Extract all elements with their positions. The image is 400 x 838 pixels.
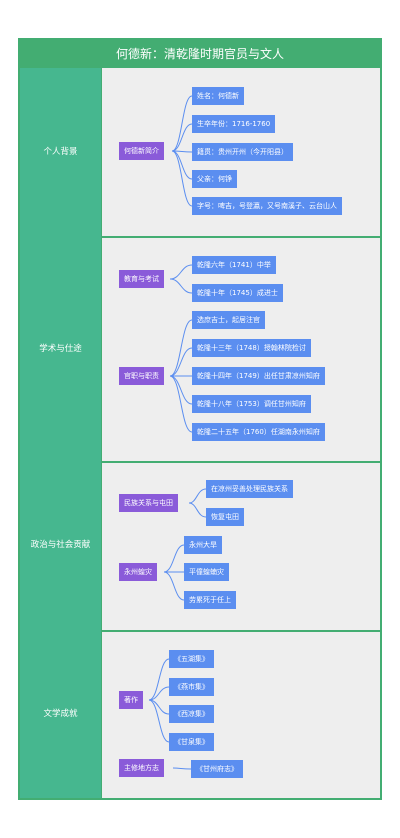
leaf-node: 姓名：何德新 — [192, 87, 244, 105]
leaf-node: 乾隆六年（1741）中举 — [192, 256, 276, 274]
section-column — [20, 68, 101, 798]
page-title: 何德新：清乾隆时期官员与文人 — [20, 40, 380, 68]
leaf-node: 劳累死于任上 — [184, 591, 236, 609]
leaf-node: 在凉州妥善处理民族关系 — [206, 480, 293, 498]
section-label-politics: 政治与社会贡献 — [30, 540, 91, 550]
leaf-node: 恢复屯田 — [206, 508, 244, 526]
section-divider — [102, 236, 380, 238]
section-label-background: 个人背景 — [43, 147, 78, 157]
topic-node: 教育与考试 — [119, 270, 164, 288]
leaf-node: 生卒年份：1716-1760 — [192, 115, 276, 133]
leaf-node: 字号：啤吉，号登瀛，又号南溪子、云台山人 — [192, 197, 342, 215]
column-divider — [101, 68, 102, 798]
topic-node: 著作 — [119, 691, 143, 709]
leaf-node: 《燕市集》 — [169, 678, 214, 696]
leaf-node: 乾隆十三年（1748）授翰林院检讨 — [192, 339, 311, 357]
topic-node: 永州蝗灾 — [119, 563, 157, 581]
leaf-node: 乾隆十八年（1753）调任甘州知府 — [192, 395, 311, 413]
leaf-node: 永州大旱 — [184, 536, 222, 554]
section-divider — [102, 461, 380, 463]
leaf-node: 籍贯：贵州开州（今开阳县） — [192, 143, 293, 161]
leaf-node: 《西凉集》 — [169, 705, 214, 723]
leaf-node: 乾隆十年（1745）成进士 — [192, 284, 283, 302]
leaf-node: 选庶吉士，起居注官 — [192, 311, 265, 329]
leaf-node: 《甘州府志》 — [191, 760, 243, 778]
leaf-node: 平僮蝗蝻灾 — [184, 563, 229, 581]
topic-node: 民族关系与屯田 — [119, 494, 178, 512]
section-divider — [102, 630, 380, 632]
leaf-node: 父亲：何铮 — [192, 170, 237, 188]
topic-node: 官职与职责 — [119, 367, 164, 385]
leaf-node: 乾隆十四年（1749）出任甘肃凉州知府 — [192, 367, 325, 385]
leaf-node: 乾隆二十五年（1760）任湖南永州知府 — [192, 423, 325, 441]
leaf-node: 《甘泉集》 — [169, 733, 214, 751]
section-label-study: 学术与仕途 — [39, 344, 82, 354]
section-label-literature: 文学成就 — [43, 709, 78, 719]
topic-node: 主修地方志 — [119, 759, 164, 777]
leaf-node: 《五湖集》 — [169, 650, 214, 668]
topic-node: 何德新简介 — [119, 142, 164, 160]
